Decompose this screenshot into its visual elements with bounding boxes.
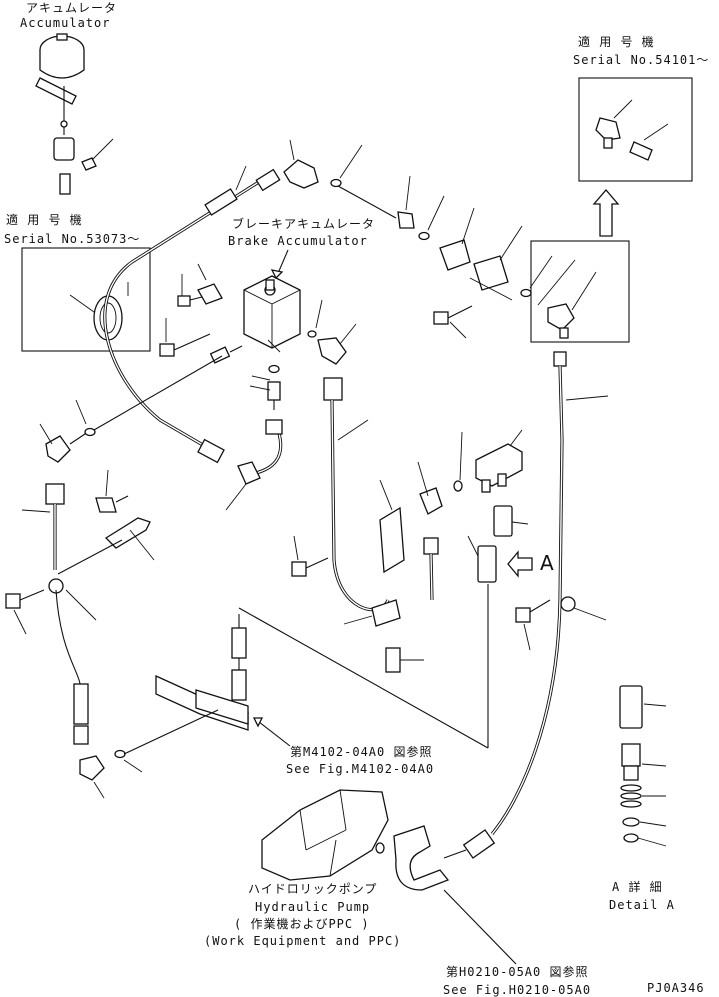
right-long-hose — [490, 351, 609, 836]
union-fitting-icon — [439, 207, 523, 301]
arrow-a-icon — [507, 550, 533, 578]
elbow-fitting-icon — [537, 259, 597, 339]
brake-accumulator-label-jp: ブレーキアキュムレータ — [232, 216, 375, 231]
up-arrow-icon — [592, 189, 620, 237]
o-ring-icon — [453, 480, 463, 492]
serial-label-right: Serial No.54101～ — [573, 53, 709, 67]
drawing-code: PJ0A346 — [647, 981, 705, 995]
pump-hose — [443, 829, 496, 859]
elbow-fitting-icon — [317, 323, 357, 365]
ref-m-label-jp: 第M4102-04A0 図参照 — [290, 744, 432, 759]
tube-fitting-icon — [467, 505, 529, 583]
connector-icon — [397, 175, 415, 229]
block-fitting-icon — [475, 429, 523, 493]
ref-h-leader — [443, 889, 517, 965]
accumulator-label: Accumulator — [20, 16, 110, 30]
bolt-icon — [5, 589, 97, 635]
accumulator-label-jp: アキュムレータ — [26, 1, 117, 15]
o-ring-icon — [330, 178, 342, 188]
arrowhead-icon — [252, 717, 264, 728]
clamp-icon — [69, 282, 129, 341]
serial-box-right — [578, 77, 693, 182]
elbow-fitting-icon — [79, 749, 143, 799]
o-ring-icon — [268, 364, 280, 374]
leader-line — [267, 339, 281, 353]
serial-label-left: Serial No.53073～ — [4, 232, 140, 246]
bracket-icon — [57, 469, 155, 575]
center-hose — [323, 377, 390, 612]
clamp-bracket-icon — [291, 479, 424, 673]
tee-fitting-icon — [417, 461, 443, 601]
nipple-fitting-icon — [209, 345, 243, 364]
detail-a-label-jp: A 詳 細 — [612, 879, 663, 894]
bolt-icon — [159, 263, 223, 357]
bolt-icon — [433, 305, 473, 339]
ref-m-label: See Fig.M4102-04A0 — [286, 762, 434, 776]
brake-accumulator-block — [243, 249, 301, 349]
applicable-label-left-jp: 適 用 号 機 — [6, 212, 83, 227]
o-ring-icon — [520, 288, 532, 298]
adapter-fitting-icon — [249, 375, 281, 410]
applicable-label-right-jp: 適 用 号 機 — [578, 34, 655, 49]
work-equipment-label-jp: ( 作業機およびPPC ) — [234, 916, 370, 931]
brake-accumulator-label: Brake Accumulator — [228, 234, 368, 248]
hydraulic-pump-label-jp: ハイドロリックポンプ — [248, 882, 377, 896]
ref-h-label-jp: 第H0210-05A0 図参照 — [446, 964, 588, 979]
serial-box-left — [21, 247, 151, 352]
detail-a-icon — [619, 685, 667, 847]
return-hose — [225, 419, 283, 511]
arrow-a-label: A — [540, 551, 554, 575]
upper-hose — [131, 165, 281, 264]
accumulator-hose — [103, 260, 225, 464]
clamp-icon — [515, 596, 607, 651]
left-hose — [21, 355, 223, 745]
o-ring-icon — [307, 330, 317, 338]
detail-a-label: Detail A — [609, 898, 675, 912]
o-ring-icon — [418, 231, 430, 241]
work-equipment-label: (Work Equipment and PPC) — [204, 934, 401, 948]
fitting-box — [530, 240, 630, 343]
elbow-fitting-icon — [283, 139, 319, 189]
accumulator-icon — [35, 33, 114, 195]
hydraulic-pump-icon — [261, 789, 450, 891]
hydraulic-pump-label: Hydraulic Pump — [255, 900, 370, 914]
elbow-fitting-icon — [595, 99, 669, 161]
ref-h-label: See Fig.H0210-05A0 — [443, 983, 591, 997]
valve-icon — [123, 584, 489, 755]
